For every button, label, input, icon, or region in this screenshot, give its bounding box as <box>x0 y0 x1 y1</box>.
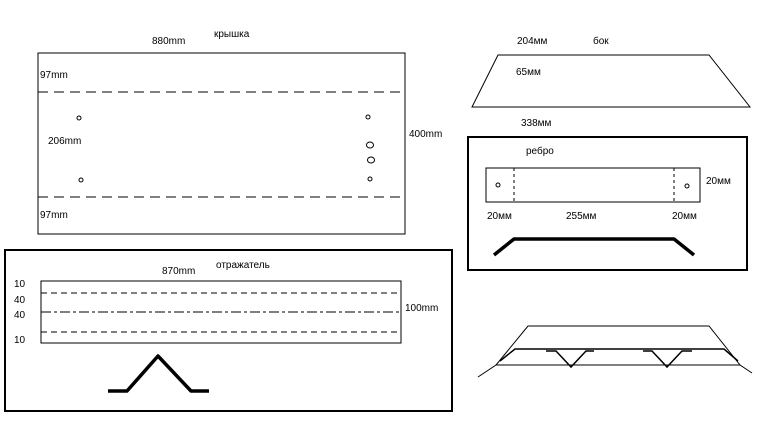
rib-panel: ребро 20мм 20мм 255мм 20мм <box>467 136 748 271</box>
lid-hole <box>367 176 373 182</box>
assembly-housing <box>494 325 742 366</box>
reflector-row-label: 40 <box>14 310 26 321</box>
lid-width-label: 880mm <box>152 36 185 47</box>
assembly-right-edge <box>739 364 753 374</box>
assembly-rib <box>499 348 739 362</box>
rib-outline <box>485 167 701 203</box>
assembly-reflector <box>643 350 692 369</box>
lid-outline <box>37 52 406 235</box>
lid-middle-label: 206mm <box>48 136 81 147</box>
side-bottom-label: 338мм <box>521 118 552 129</box>
reflector-row-label: 10 <box>14 279 26 290</box>
reflector-frame <box>4 249 453 412</box>
rib-left-label: 20мм <box>487 211 512 222</box>
lid-hole <box>366 141 374 149</box>
side-title: бок <box>593 35 609 47</box>
lid-hole <box>367 156 375 164</box>
rib-profile <box>492 237 696 257</box>
reflector-row-label: 10 <box>14 335 26 346</box>
side-top-label: 204мм <box>517 36 548 47</box>
assembly-reflector <box>546 350 594 369</box>
rib-title: ребро <box>526 145 554 157</box>
reflector-width-label: 870mm <box>162 266 195 277</box>
reflector-profile <box>108 354 209 393</box>
rib-right-label: 20мм <box>672 211 697 222</box>
rib-height-label: 20мм <box>706 176 731 187</box>
lid-bottom-margin-label: 97mm <box>40 210 68 221</box>
rib-frame <box>467 136 748 271</box>
reflector-panel: отражатель 870mm 10 40 40 10 100mm <box>4 249 453 412</box>
reflector-row-label: 40 <box>14 295 26 306</box>
lid-hole <box>365 114 371 120</box>
side-trapezoid <box>471 54 752 108</box>
lid-hole <box>78 177 84 183</box>
rib-hole <box>495 182 501 188</box>
rib-hole <box>684 183 690 189</box>
lid-height-label: 400mm <box>409 129 442 140</box>
reflector-height-label: 100mm <box>405 303 438 314</box>
reflector-title: отражатель <box>216 260 270 271</box>
side-drawing: 204мм бок 65мм 338мм <box>471 35 752 129</box>
lid-title: крышка <box>214 29 250 40</box>
rib-middle-label: 255мм <box>566 211 597 222</box>
assembly-left-edge <box>477 364 497 378</box>
lid-top-margin-label: 97mm <box>40 70 68 81</box>
lid-hole <box>76 115 82 121</box>
side-height-label: 65мм <box>516 67 541 78</box>
lid-drawing: крышка 880mm 97mm 206mm 97mm 400mm <box>37 29 442 235</box>
assembly-section <box>477 325 753 378</box>
